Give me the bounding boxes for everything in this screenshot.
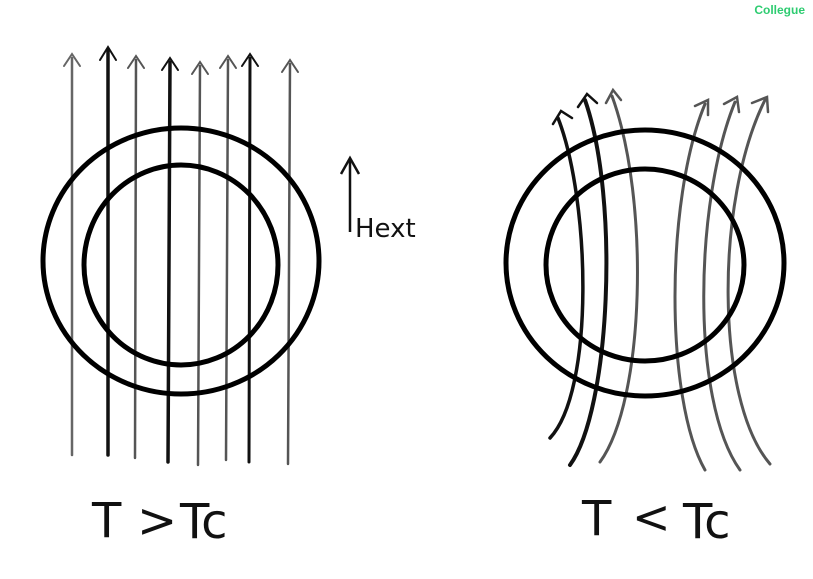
hext-label: Hext bbox=[355, 214, 416, 244]
label-T-left: T bbox=[91, 493, 122, 549]
field-line bbox=[673, 102, 707, 472]
outer-ring bbox=[40, 125, 322, 397]
field-arrow-head bbox=[339, 155, 361, 175]
outer-ring bbox=[503, 127, 787, 399]
inner-ring bbox=[81, 162, 281, 368]
field-line bbox=[196, 64, 202, 467]
field-line bbox=[702, 100, 742, 472]
right-panel: T < Tc bbox=[503, 87, 787, 550]
arrowhead bbox=[219, 54, 237, 69]
arrowhead bbox=[750, 95, 770, 114]
arrowhead bbox=[127, 54, 145, 69]
arrowhead bbox=[63, 52, 81, 67]
left-field-lines bbox=[63, 45, 299, 467]
field-line bbox=[224, 58, 230, 462]
field-line bbox=[166, 60, 172, 464]
field-line bbox=[548, 116, 585, 440]
field-line bbox=[568, 98, 609, 467]
arrowhead bbox=[604, 87, 623, 105]
label-Tc-right: Tc bbox=[682, 494, 731, 550]
field-line bbox=[726, 98, 772, 466]
label-Tc-left: Tc bbox=[179, 494, 228, 550]
inner-ring bbox=[543, 166, 747, 364]
label-rel-right: < bbox=[632, 490, 671, 544]
arrowhead bbox=[191, 60, 209, 75]
arrowhead bbox=[161, 56, 179, 71]
arrowhead bbox=[281, 58, 299, 73]
field-line bbox=[286, 62, 292, 466]
left-panel: T > Tc bbox=[40, 45, 322, 550]
arrowhead bbox=[693, 98, 710, 117]
applied-field-indicator: Hext bbox=[339, 155, 416, 244]
arrowhead bbox=[576, 92, 599, 109]
arrowhead bbox=[99, 45, 117, 61]
label-rel-left: > bbox=[137, 493, 177, 549]
arrowhead bbox=[722, 95, 741, 114]
label-T-right: T bbox=[581, 491, 612, 547]
watermark: Collegue bbox=[754, 3, 805, 17]
field-line bbox=[133, 58, 138, 460]
field-line bbox=[247, 56, 252, 464]
right-field-lines bbox=[548, 87, 772, 472]
arrowhead bbox=[551, 109, 574, 126]
arrowhead bbox=[241, 52, 259, 67]
field-line bbox=[598, 94, 639, 464]
